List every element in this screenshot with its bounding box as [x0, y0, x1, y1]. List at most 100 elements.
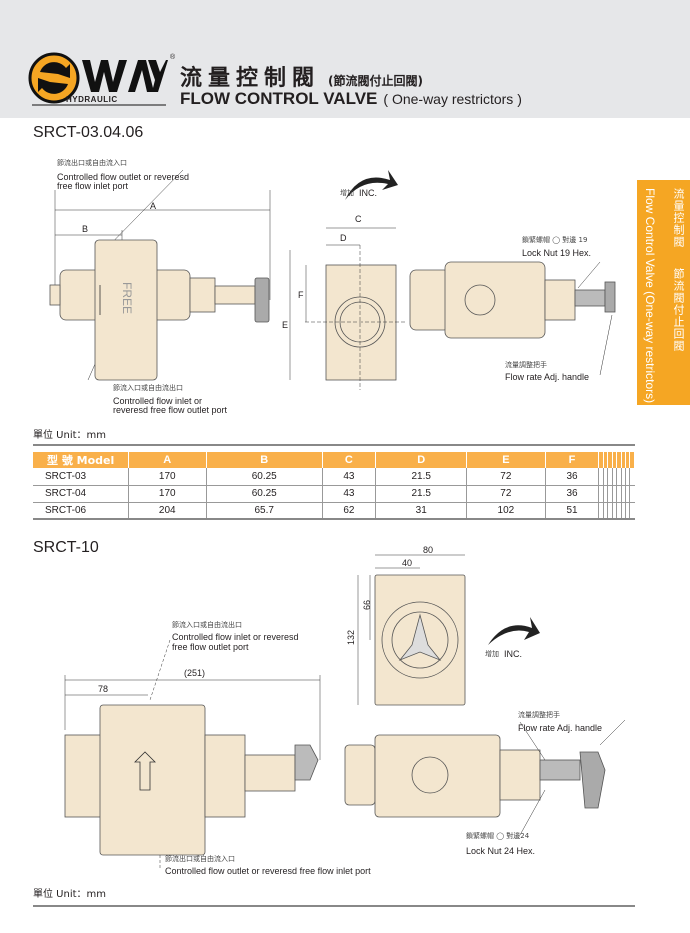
th-model: 型 號 Model [33, 452, 129, 468]
free-label: FREE [120, 282, 134, 315]
dim-a: A [150, 201, 157, 211]
cell: 102 [466, 502, 546, 520]
cell [612, 502, 618, 520]
title-en: FLOW CONTROL VALVE [180, 89, 378, 108]
s1-outlet-zh: 節流出口或自由流入口 [57, 159, 127, 167]
side-en: Flow Control Valve (One-way restrictors) [643, 188, 657, 404]
cell [621, 485, 627, 503]
s2-outlet-zh: 節流出口或自由流入口 [165, 855, 235, 863]
s1-locknut-en: Lock Nut 19 Hex. [522, 248, 592, 258]
dim-80: 80 [423, 545, 434, 555]
th-empty [603, 452, 609, 468]
cell: SRCT-06 [33, 502, 129, 520]
cell: 36 [545, 468, 600, 486]
s2-inc-zh: 增加 [485, 650, 499, 658]
cell [603, 502, 609, 520]
table-header-row: 型 號 Model A B C D E F [33, 452, 635, 468]
cell: 72 [466, 485, 546, 503]
cell [616, 468, 622, 486]
cell [616, 502, 622, 520]
section1-title: SRCT-03.04.06 [33, 124, 144, 141]
cell: 31 [375, 502, 468, 520]
cell: 72 [466, 468, 546, 486]
side-tab: 流量控制閥 節流閥付止回閥 Flow Control Valve (One-wa… [637, 180, 690, 405]
dim-40: 40 [402, 558, 413, 568]
cell: 43 [322, 468, 377, 486]
cell [621, 468, 627, 486]
s2-inc-line: 增加 INC. [485, 649, 522, 659]
th-e: E [466, 452, 546, 468]
th-empty [598, 452, 604, 468]
s1-inc-en: INC. [359, 188, 377, 198]
dim-c: C [355, 214, 362, 224]
cell: 170 [128, 468, 207, 486]
th-empty [629, 452, 635, 468]
s1-inlet-en1: Controlled flow inlet or [113, 396, 203, 406]
th-empty [607, 452, 613, 468]
registered-mark: ® [170, 54, 176, 61]
srct-06-side-view [49, 169, 271, 381]
th-empty [616, 452, 622, 468]
dim-78: 78 [98, 684, 109, 694]
s2-inlet-zh: 節流入口或自由流出口 [172, 621, 242, 629]
th-c: C [322, 452, 377, 468]
cell: SRCT-03 [33, 468, 129, 486]
srct-10-front-view [357, 554, 540, 706]
s2-locknut-en: Lock Nut 24 Hex. [466, 846, 536, 856]
th-b: B [206, 452, 323, 468]
dim-d: D [340, 233, 347, 243]
dim-132: 132 [346, 630, 356, 646]
s1-outlet-en2: free flow inlet port [57, 181, 129, 191]
cell: 21.5 [375, 468, 468, 486]
srct-06-front-view [289, 170, 405, 390]
cell [598, 502, 604, 520]
cell: 21.5 [375, 485, 468, 503]
cell [603, 468, 609, 486]
cell [607, 502, 613, 520]
cell [625, 485, 631, 503]
srct-06-top-view [409, 261, 616, 376]
s2-locknut-zh: 鎖緊螺帽 ◯ 對邊24 [466, 832, 530, 840]
s2-unit: 單位 Unit：mm [33, 889, 107, 900]
s2-inlet-en2: free flow outlet port [172, 642, 249, 652]
dim-66: 66 [362, 600, 372, 611]
brand-sub: HYDRAULIC [66, 95, 118, 104]
s2-handle-en: Flow rate Adj. handle [518, 723, 603, 733]
srct-10-side-view [64, 639, 321, 870]
s1-inlet-en2: reveresd free flow outlet port [113, 405, 228, 415]
cell [625, 468, 631, 486]
cell: 36 [545, 485, 600, 503]
dim-e: E [282, 320, 289, 330]
dim-total: (251) [184, 668, 206, 678]
cell [603, 485, 609, 503]
cell: 65.7 [206, 502, 323, 520]
section2-title: SRCT-10 [33, 539, 99, 556]
cell: 170 [128, 485, 207, 503]
cell: 51 [545, 502, 600, 520]
cell [621, 502, 627, 520]
cell [625, 502, 631, 520]
title-zh-sub: (節流閥付止回閥) [328, 74, 423, 88]
cell [598, 485, 604, 503]
s2-inc-en: INC. [504, 649, 522, 659]
cell [612, 468, 618, 486]
cell [612, 485, 618, 503]
cell [616, 485, 622, 503]
cell: 204 [128, 502, 207, 520]
s2-inlet-en1: Controlled flow inlet or reveresd [172, 632, 299, 642]
s1-handle-zh: 流量調整把手 [505, 361, 547, 369]
cell: 60.25 [206, 468, 323, 486]
way-logo [28, 52, 168, 106]
s1-inc-line: 增加 INC. [340, 188, 377, 198]
dim-b: B [82, 224, 89, 234]
s2-handle-zh: 流量調整把手 [518, 711, 560, 719]
th-empty [625, 452, 631, 468]
cell: SRCT-04 [33, 485, 129, 503]
th-a: A [128, 452, 207, 468]
s1-inlet-zh: 節流入口或自由流出口 [113, 384, 183, 392]
cell [629, 502, 635, 520]
